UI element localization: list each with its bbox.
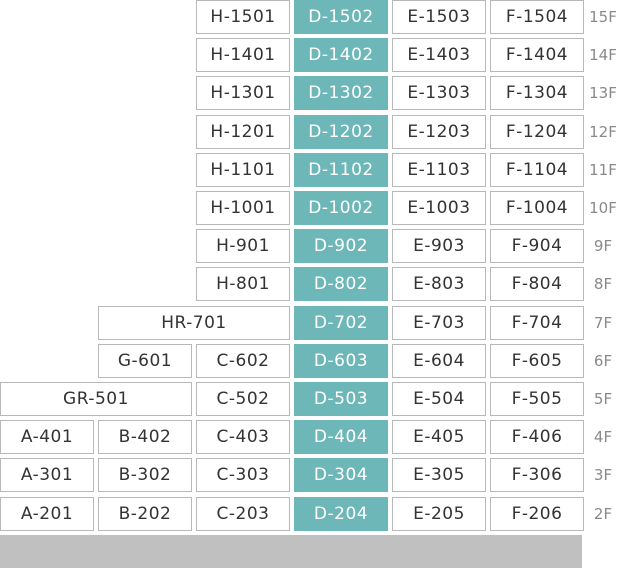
unit-cell[interactable]: E-903: [392, 229, 486, 264]
floor-label: 13F: [589, 84, 617, 103]
floor-label: 12F: [589, 122, 617, 141]
unit-cell[interactable]: D-304: [294, 458, 388, 493]
unit-cell[interactable]: A-201: [0, 496, 94, 531]
unit-cell[interactable]: F-1304: [490, 76, 584, 111]
floor-label: 3F: [593, 466, 613, 485]
unit-cell[interactable]: D-702: [294, 305, 388, 340]
unit-cell[interactable]: D-603: [294, 343, 388, 378]
unit-cell[interactable]: B-302: [98, 458, 192, 493]
unit-cell[interactable]: H-1001: [196, 191, 290, 225]
unit-cell[interactable]: E-305: [392, 458, 486, 493]
unit-cell[interactable]: HR-701: [98, 305, 290, 340]
floor-label: 7F: [593, 313, 613, 332]
floor-label: 2F: [593, 504, 613, 523]
unit-cell[interactable]: D-1202: [294, 114, 388, 149]
unit-cell[interactable]: D-404: [294, 420, 388, 455]
floor-label: 15F: [589, 8, 617, 26]
unit-cell[interactable]: E-1203: [392, 114, 486, 149]
floor-label: 14F: [589, 46, 617, 65]
unit-cell[interactable]: A-301: [0, 458, 94, 493]
unit-cell[interactable]: E-1403: [392, 38, 486, 73]
unit-cell[interactable]: H-801: [196, 267, 290, 302]
unit-cell[interactable]: E-405: [392, 420, 486, 455]
unit-cell[interactable]: F-1504: [490, 0, 584, 34]
unit-cell[interactable]: D-503: [294, 382, 388, 416]
unit-cell[interactable]: E-1003: [392, 191, 486, 225]
unit-cell[interactable]: GR-501: [0, 382, 192, 416]
unit-cell[interactable]: F-804: [490, 267, 584, 302]
floor-label: 10F: [589, 199, 617, 217]
unit-cell[interactable]: E-1103: [392, 152, 486, 187]
unit-cell[interactable]: H-1101: [196, 152, 290, 187]
unit-cell[interactable]: D-204: [294, 496, 388, 531]
unit-cell[interactable]: H-1301: [196, 76, 290, 111]
floor-label: 8F: [593, 275, 613, 294]
unit-cell[interactable]: F-704: [490, 305, 584, 340]
unit-cell[interactable]: F-1104: [490, 152, 584, 187]
unit-cell[interactable]: F-306: [490, 458, 584, 493]
unit-cell[interactable]: E-604: [392, 343, 486, 378]
unit-cell[interactable]: E-205: [392, 496, 486, 531]
floor-label: 11F: [589, 160, 617, 179]
unit-cell[interactable]: D-902: [294, 229, 388, 264]
unit-cell[interactable]: E-1303: [392, 76, 486, 111]
unit-cell[interactable]: F-206: [490, 496, 584, 531]
unit-cell[interactable]: D-802: [294, 267, 388, 302]
unit-cell[interactable]: B-402: [98, 420, 192, 455]
unit-cell[interactable]: C-502: [196, 382, 290, 416]
unit-cell[interactable]: A-401: [0, 420, 94, 455]
unit-cell[interactable]: D-1502: [294, 0, 388, 34]
unit-cell[interactable]: F-406: [490, 420, 584, 455]
unit-cell[interactable]: F-1004: [490, 191, 584, 225]
unit-cell[interactable]: H-1401: [196, 38, 290, 73]
unit-cell[interactable]: D-1402: [294, 38, 388, 73]
unit-cell[interactable]: H-901: [196, 229, 290, 264]
unit-cell[interactable]: H-1201: [196, 114, 290, 149]
unit-cell[interactable]: D-1302: [294, 76, 388, 111]
unit-cell[interactable]: C-303: [196, 458, 290, 493]
unit-cell[interactable]: C-203: [196, 496, 290, 531]
unit-cell[interactable]: C-403: [196, 420, 290, 455]
unit-cell[interactable]: D-1102: [294, 152, 388, 187]
floor-label: 9F: [593, 237, 613, 256]
unit-cell[interactable]: F-505: [490, 382, 584, 416]
unit-cell[interactable]: F-1204: [490, 114, 584, 149]
floor-label: 6F: [593, 351, 613, 370]
floor-label: 5F: [593, 390, 613, 408]
unit-cell[interactable]: E-1503: [392, 0, 486, 34]
unit-cell[interactable]: E-803: [392, 267, 486, 302]
floor-label: 4F: [593, 428, 613, 447]
unit-cell[interactable]: D-1002: [294, 191, 388, 225]
unit-cell[interactable]: F-1404: [490, 38, 584, 73]
unit-cell[interactable]: H-1501: [196, 0, 290, 34]
unit-cell[interactable]: F-904: [490, 229, 584, 264]
unit-cell[interactable]: G-601: [98, 343, 192, 378]
unit-cell[interactable]: E-504: [392, 382, 486, 416]
unit-cell[interactable]: E-703: [392, 305, 486, 340]
unit-cell[interactable]: B-202: [98, 496, 192, 531]
unit-cell[interactable]: F-605: [490, 343, 584, 378]
ground-base: [0, 535, 582, 568]
unit-cell[interactable]: C-602: [196, 343, 290, 378]
